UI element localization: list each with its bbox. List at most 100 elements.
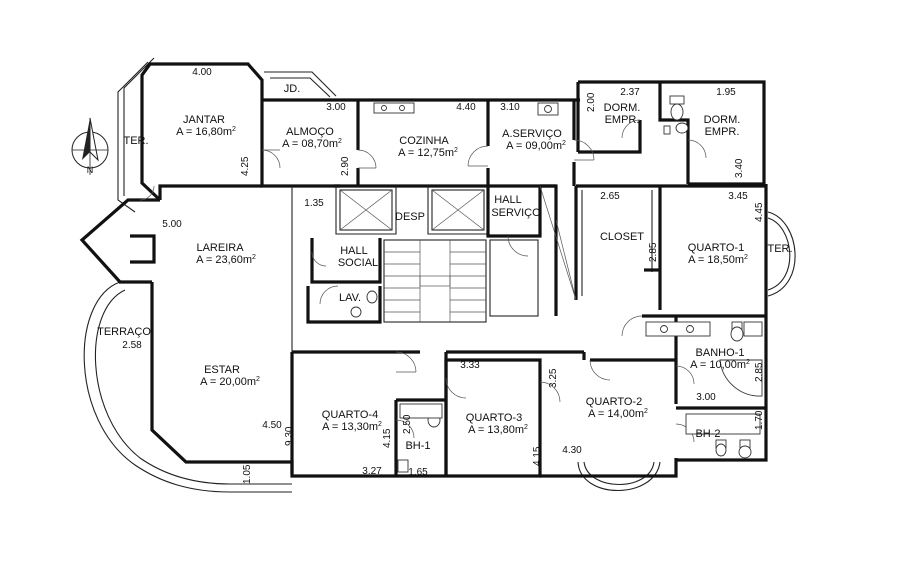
room-closet: CLOSET <box>600 231 644 243</box>
dimension-label: 3.33 <box>460 360 480 371</box>
room-jd: JD. <box>284 83 301 95</box>
dimension-label: 1.95 <box>716 87 736 98</box>
room-hall-social: HALL SOCIAL <box>338 245 378 269</box>
dimension-label: 4.00 <box>192 67 212 78</box>
room-cozinha: COZINHA A = 12,75m2 <box>398 135 458 159</box>
svg-text:HALL: HALL <box>494 194 522 206</box>
svg-text:A = 14,00m2: A = 14,00m2 <box>588 408 648 420</box>
dimension-label: 4.25 <box>240 156 251 176</box>
service-shaft <box>489 185 577 317</box>
svg-text:SERVIÇO: SERVIÇO <box>491 207 541 219</box>
dimension-label: 9.30 <box>284 426 295 446</box>
dimension-label: 3.27 <box>362 466 382 477</box>
svg-text:BANHO-1: BANHO-1 <box>696 347 745 359</box>
sink-icon <box>373 102 415 114</box>
dimension-label: 4.30 <box>562 445 582 456</box>
room-hall-servico: HALL SERVIÇO <box>491 194 541 219</box>
door-swings <box>139 119 707 443</box>
dimension-label: 2.50 <box>402 414 413 434</box>
room-ter-right: TER. <box>767 243 792 255</box>
room-aservico: A.SERVIÇO A = 09,00m2 <box>502 128 566 152</box>
svg-text:LAREIRA: LAREIRA <box>196 242 244 254</box>
room-dorm-empr-1: DORM. EMPR. <box>604 102 641 126</box>
svg-text:A = 13,80m2: A = 13,80m2 <box>468 424 528 436</box>
dimension-label: 3.00 <box>326 102 346 113</box>
svg-text:DORM.: DORM. <box>704 114 741 126</box>
interior-walls <box>291 100 766 476</box>
svg-text:DORM.: DORM. <box>604 102 641 114</box>
washbasin-icon <box>537 102 559 116</box>
room-quarto-3: QUARTO-3 A = 13,80m2 <box>466 412 528 436</box>
room-bh-1: BH-1 <box>405 440 430 452</box>
dimension-label: 4.50 <box>262 420 282 431</box>
dimension-label: 4.15 <box>382 428 393 448</box>
svg-text:QUARTO-2: QUARTO-2 <box>586 396 642 408</box>
room-banho-1: BANHO-1 A = 10,00m2 <box>690 347 750 371</box>
svg-text:2.58: 2.58 <box>122 340 142 351</box>
dimension-label: 3.45 <box>728 191 748 202</box>
dimension-label: 2.00 <box>586 92 597 112</box>
room-lav: LAV. <box>339 292 361 304</box>
dimension-label: 2.37 <box>620 87 640 98</box>
elevator-left <box>339 189 393 231</box>
room-desp: DESP <box>395 211 425 223</box>
dimension-labels: 4.00 4.25 3.00 2.90 4.40 3.10 2.00 2.37 … <box>162 67 765 484</box>
dimension-label: 2.90 <box>340 156 351 176</box>
dimension-label: 3.25 <box>548 368 559 388</box>
room-dorm-empr-2: DORM. EMPR. <box>704 114 741 138</box>
svg-text:A = 10,00m2: A = 10,00m2 <box>690 359 750 371</box>
svg-text:A = 18,50m2: A = 18,50m2 <box>688 254 748 266</box>
svg-text:ESTAR: ESTAR <box>204 364 240 376</box>
svg-text:TERRAÇO: TERRAÇO <box>97 326 151 338</box>
dimension-label: 3.00 <box>696 392 716 403</box>
dimension-label: 1.70 <box>754 410 765 430</box>
toilet-icon <box>350 95 752 473</box>
svg-text:HALL: HALL <box>340 245 368 257</box>
svg-text:QUARTO-3: QUARTO-3 <box>466 412 522 424</box>
room-estar: ESTAR A = 20,00m2 <box>200 364 260 388</box>
room-name-almoco: ALMOÇO <box>286 126 334 138</box>
dimension-label: 4.45 <box>754 202 765 222</box>
room-quarto-2: QUARTO-2 A = 14,00m2 <box>586 396 648 420</box>
room-name-cozinha: COZINHA <box>399 135 449 147</box>
north-arrow-icon: N <box>71 117 109 175</box>
terrace-rails <box>83 57 796 493</box>
svg-text:EMPR.: EMPR. <box>705 126 740 138</box>
bathtub-icon <box>399 321 763 435</box>
room-quarto-1: QUARTO-1 A = 18,50m2 <box>688 242 748 266</box>
staircase <box>384 240 486 322</box>
elevator-right <box>431 189 485 231</box>
room-quarto-4: QUARTO-4 A = 13,30m2 <box>322 409 382 433</box>
room-area-cozinha: A = 12,75m2 <box>398 147 458 159</box>
dimension-label: 4.40 <box>456 102 476 113</box>
room-area-aservico: A = 09,00m2 <box>506 140 566 152</box>
room-lareira: LAREIRA A = 23,60m2 <box>196 242 256 266</box>
room-name-aservico: A.SERVIÇO <box>502 128 562 140</box>
room-area-almoco: A = 08,70m2 <box>282 138 342 150</box>
svg-text:A = 23,60m2: A = 23,60m2 <box>196 254 256 266</box>
svg-text:QUARTO-4: QUARTO-4 <box>322 409 378 421</box>
dimension-label: 3.40 <box>734 158 745 178</box>
room-ter-left: TER. <box>123 135 148 147</box>
room-jantar: JANTAR A = 16,80m2 <box>176 114 236 138</box>
north-label: N <box>87 165 94 175</box>
room-bh-2: BH-2 <box>695 428 720 440</box>
svg-text:EMPR.: EMPR. <box>605 114 640 126</box>
room-almoco: ALMOÇO A = 08,70m2 <box>282 126 342 150</box>
room-area-jantar: A = 16,80m2 <box>176 126 236 138</box>
exterior-walls <box>79 62 768 478</box>
dimension-label: 3.10 <box>500 102 520 113</box>
room-terraco: TERRAÇO 2.58 <box>97 326 151 351</box>
svg-text:QUARTO-1: QUARTO-1 <box>688 242 744 254</box>
dimension-label: 4.15 <box>532 446 543 466</box>
svg-text:A = 20,00m2: A = 20,00m2 <box>200 376 260 388</box>
svg-text:SOCIAL: SOCIAL <box>338 257 378 269</box>
dimension-label: 2.65 <box>600 191 620 202</box>
dimension-label: 5.00 <box>162 219 182 230</box>
dimension-label: 1.65 <box>408 467 428 478</box>
dimension-label: 1.05 <box>242 464 253 484</box>
dimension-label: 1.35 <box>304 198 324 209</box>
svg-text:A = 13,30m2: A = 13,30m2 <box>322 421 382 433</box>
dimension-label: 2.85 <box>754 362 765 382</box>
